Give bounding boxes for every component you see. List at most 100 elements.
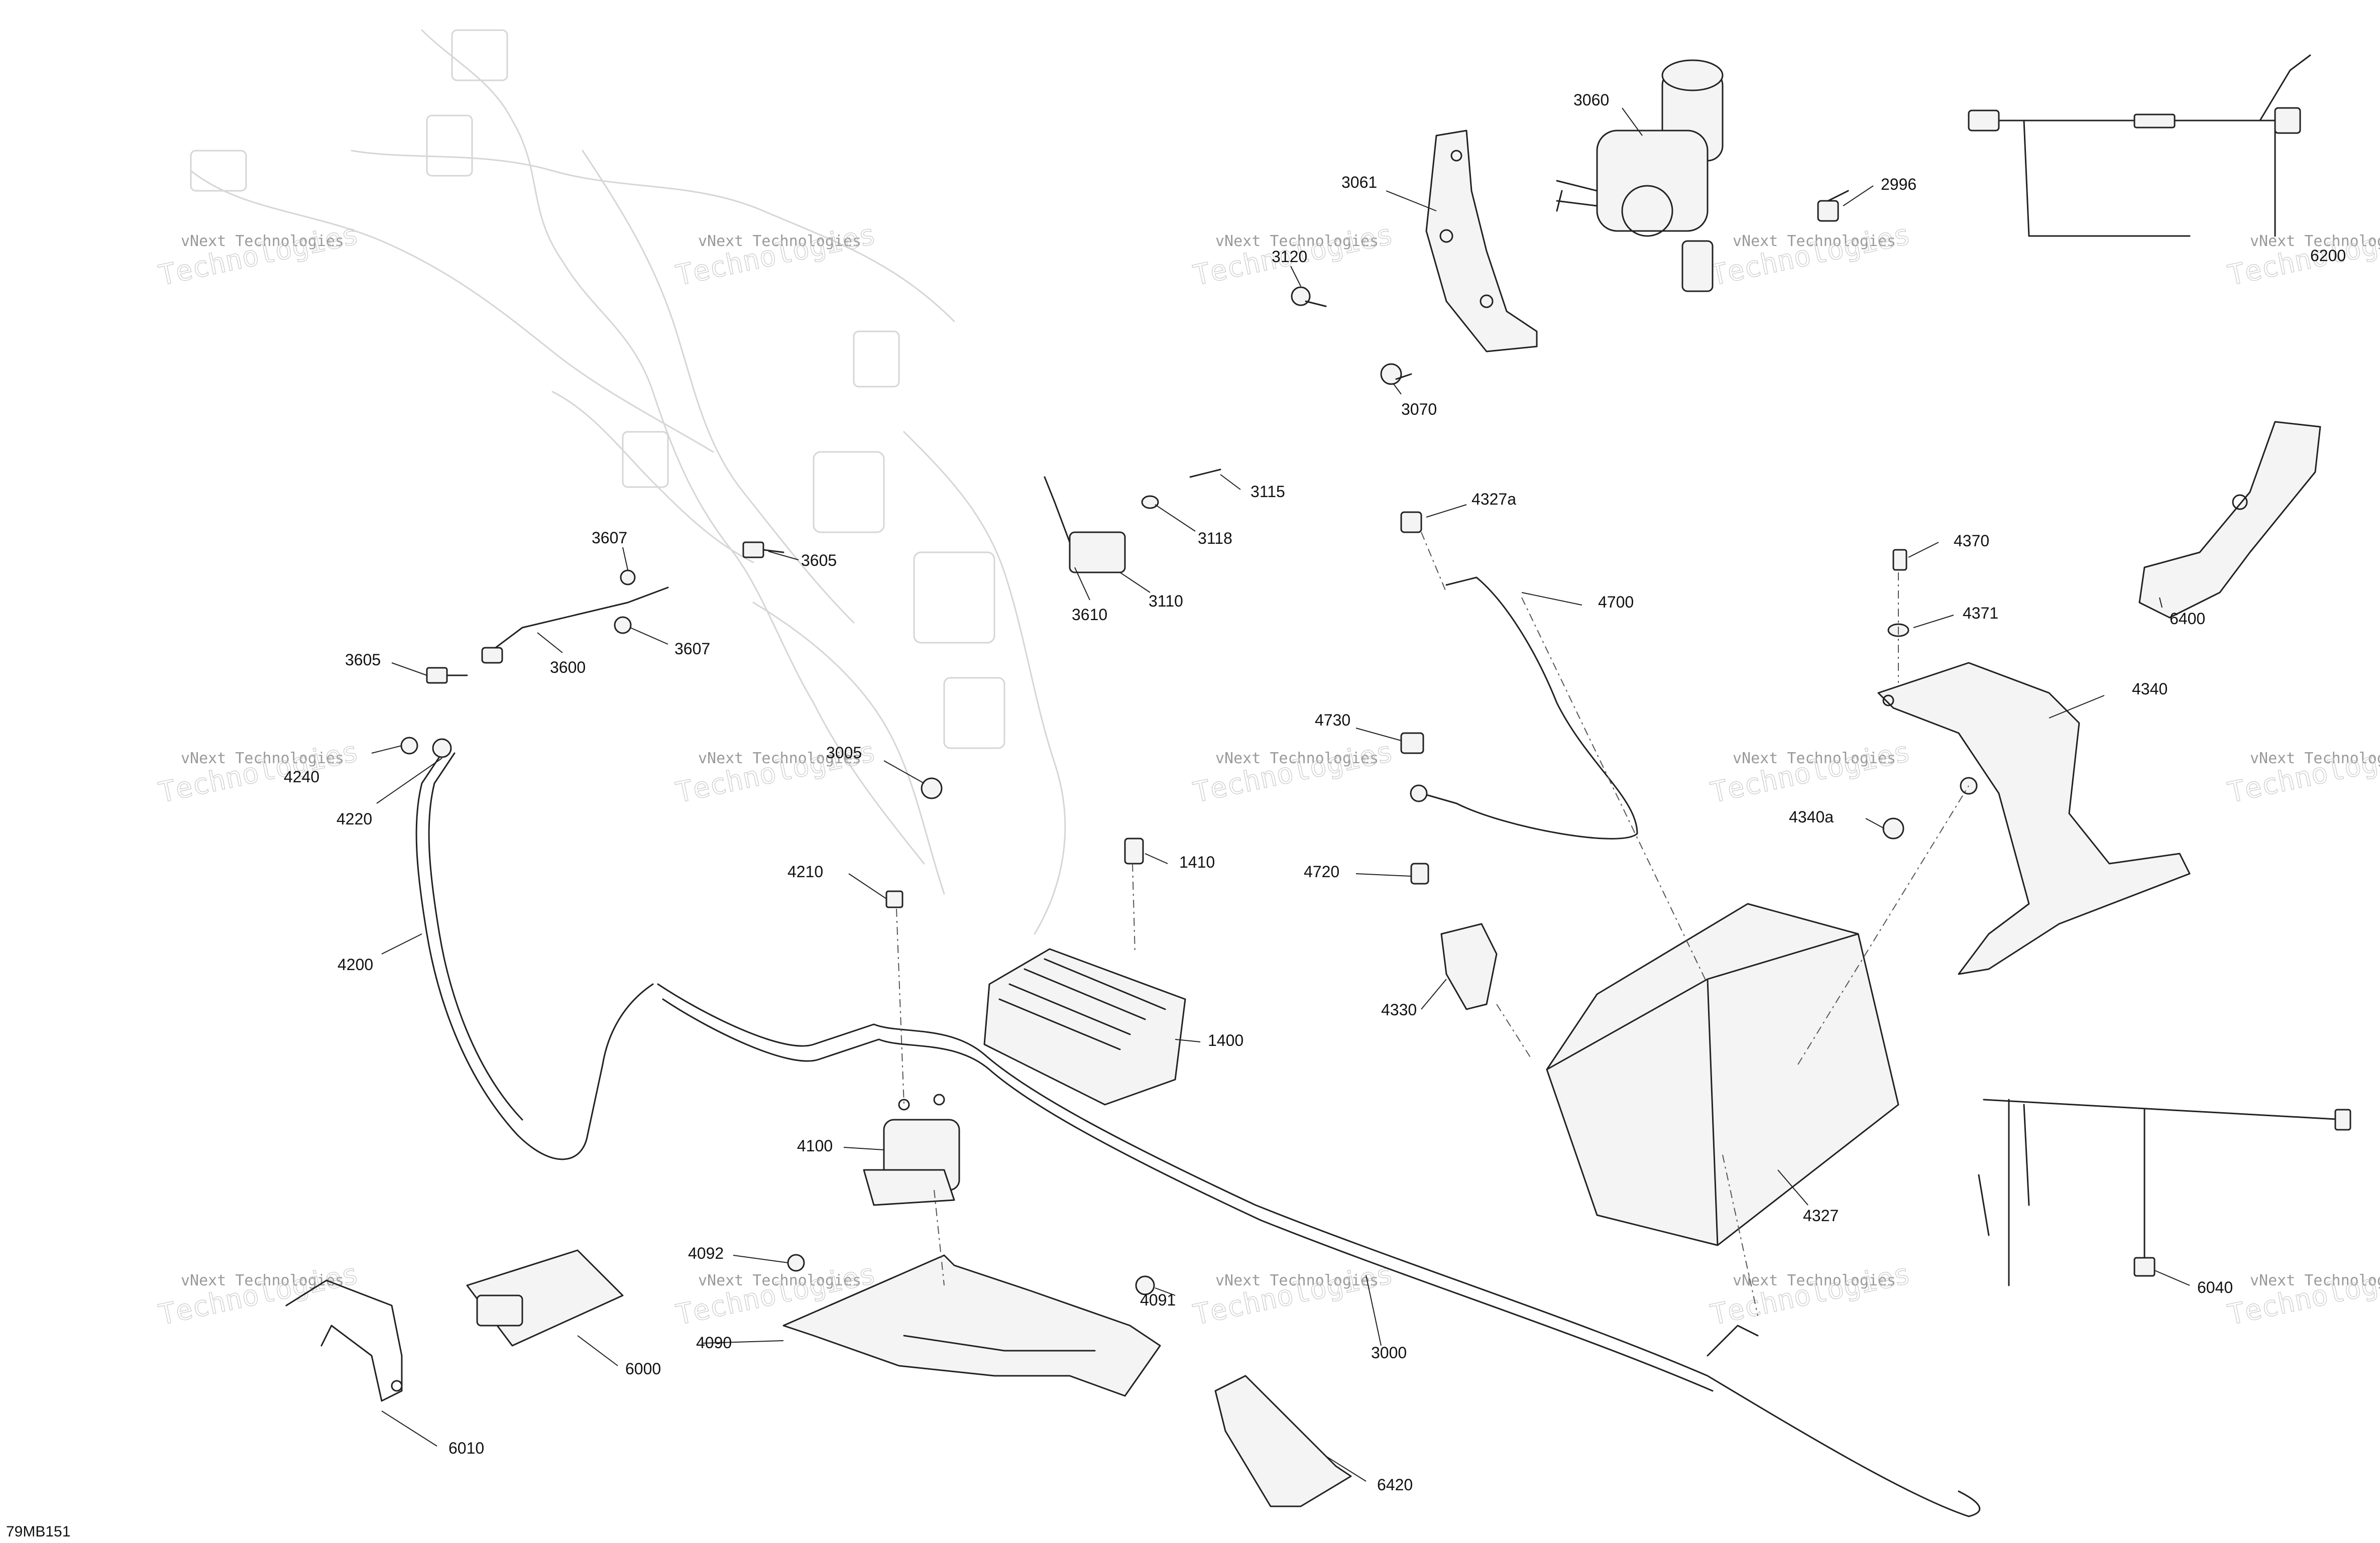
svg-text:Technologies: Technologies bbox=[1708, 218, 1913, 292]
svg-text:Technologies: Technologies bbox=[1190, 1257, 1396, 1332]
callout-4370: 4370 bbox=[1954, 532, 1989, 550]
assembly-line bbox=[1421, 532, 1447, 593]
svg-text:Technologies: Technologies bbox=[156, 218, 361, 292]
watermark: vNext Technologies Technologies bbox=[673, 218, 879, 293]
background-harness bbox=[190, 29, 1066, 935]
part-2996-bolt bbox=[1817, 190, 1849, 222]
watermark: vNext Technologies Technologies bbox=[2225, 1257, 2380, 1332]
callout-4371: 4371 bbox=[1963, 604, 1998, 622]
callout-4090: 4090 bbox=[696, 1334, 732, 1352]
part-4340-bracket bbox=[1877, 662, 2191, 975]
callout-4330: 4330 bbox=[1381, 1001, 1417, 1019]
callout-4340: 4340 bbox=[2132, 680, 2168, 698]
callout-4220: 4220 bbox=[336, 810, 372, 828]
part-3110-switch bbox=[1044, 476, 1126, 573]
part-4327a-screw bbox=[1400, 511, 1422, 533]
callout-4240: 4240 bbox=[284, 768, 319, 786]
watermark: vNext Technologies Technologies bbox=[1708, 1257, 1913, 1332]
part-6420-bracket bbox=[1214, 1375, 1352, 1507]
part-3061-bracket bbox=[1425, 130, 1538, 352]
callout-4210: 4210 bbox=[787, 863, 823, 881]
callout-4327: 4327 bbox=[1803, 1207, 1839, 1225]
callout-6200: 6200 bbox=[2310, 247, 2346, 265]
watermark: vNext Technologies Technologies bbox=[156, 218, 362, 293]
watermark: vNext Technologies Technologies bbox=[156, 1257, 362, 1332]
part-6040-harness bbox=[1978, 1099, 2351, 1286]
part-3070-bolt bbox=[1380, 363, 1412, 385]
svg-text:Technologies: Technologies bbox=[1190, 735, 1396, 809]
callouts: 3060 3061 2996 3120 3070 6200 3115 3118 … bbox=[284, 91, 2346, 1494]
part-4730-nut bbox=[1400, 732, 1424, 754]
callout-4340a: 4340a bbox=[1789, 808, 1834, 826]
part-6200-harness bbox=[1968, 54, 2311, 237]
svg-text:Technologies: Technologies bbox=[156, 735, 361, 809]
part-4330-cover bbox=[1440, 923, 1498, 1010]
part-4200-cable bbox=[415, 738, 654, 1160]
part-3000-harness bbox=[657, 983, 1981, 1517]
callout-1410: 1410 bbox=[1179, 853, 1215, 871]
svg-text:vNext Technologies: vNext Technologies bbox=[698, 232, 861, 250]
assembly-line bbox=[1496, 1004, 1532, 1060]
callout-6040: 6040 bbox=[2197, 1278, 2233, 1296]
part-3600-cable bbox=[481, 586, 669, 664]
svg-text:Technologies: Technologies bbox=[2225, 1257, 2380, 1332]
watermark: vNext Technologies Technologies bbox=[1190, 1257, 1396, 1332]
watermark: vNext Technologies Technologies bbox=[1190, 735, 1396, 810]
part-4700-cable bbox=[1410, 576, 1638, 840]
callout-4091: 4091 bbox=[1140, 1291, 1176, 1309]
svg-text:vNext Technologies: vNext Technologies bbox=[2250, 750, 2380, 767]
callout-3061: 3061 bbox=[1341, 173, 1377, 191]
svg-text:vNext Technologies: vNext Technologies bbox=[1215, 750, 1379, 767]
svg-text:Technologies: Technologies bbox=[156, 1257, 361, 1332]
watermark: vNext Technologies Technologies bbox=[1708, 218, 1913, 293]
part-1400-regulator bbox=[983, 948, 1186, 1106]
callout-4092: 4092 bbox=[688, 1244, 724, 1262]
part-3115-screw bbox=[1189, 468, 1221, 478]
svg-text:Technologies: Technologies bbox=[1708, 735, 1913, 809]
assembly-line bbox=[1797, 785, 1969, 1065]
svg-text:Technologies: Technologies bbox=[2225, 218, 2380, 292]
part-4090-tray bbox=[782, 1254, 1161, 1397]
part-3060-actuator bbox=[1556, 59, 1724, 292]
callout-3600: 3600 bbox=[550, 658, 586, 676]
parts bbox=[285, 54, 2351, 1517]
svg-text:vNext Technologies: vNext Technologies bbox=[698, 1272, 861, 1289]
callout-1400: 1400 bbox=[1208, 1031, 1243, 1049]
callout-4100: 4100 bbox=[797, 1137, 833, 1155]
watermark: vNext Technologies Technologies bbox=[2225, 735, 2380, 810]
watermark: vNext Technologies Technologies bbox=[2225, 218, 2380, 293]
part-6000-module bbox=[466, 1249, 624, 1347]
svg-text:vNext Technologies: vNext Technologies bbox=[1733, 750, 1896, 767]
assembly-line bbox=[896, 908, 904, 1105]
callout-3060: 3060 bbox=[1573, 91, 1609, 109]
callout-3000: 3000 bbox=[1371, 1344, 1407, 1362]
callout-2996: 2996 bbox=[1881, 175, 1916, 193]
callout-4200: 4200 bbox=[337, 956, 373, 974]
svg-text:vNext Technologies: vNext Technologies bbox=[181, 232, 344, 250]
watermark: vNext Technologies Technologies bbox=[156, 735, 362, 810]
callout-3070: 3070 bbox=[1401, 400, 1437, 418]
assembly-line bbox=[1521, 597, 1708, 985]
part-4091-screw bbox=[1135, 1275, 1155, 1295]
part-4720-bolt bbox=[1410, 863, 1429, 885]
assembly-line bbox=[934, 1190, 945, 1286]
callout-3005: 3005 bbox=[826, 744, 862, 762]
part-1410-screw bbox=[1124, 838, 1144, 865]
svg-text:vNext Technologies: vNext Technologies bbox=[1215, 232, 1379, 250]
callout-4720: 4720 bbox=[1304, 863, 1339, 881]
drawing-code: 79MB151 bbox=[6, 1523, 70, 1540]
callout-3118: 3118 bbox=[1198, 529, 1232, 547]
callout-4327a: 4327a bbox=[1471, 490, 1516, 508]
part-4240-nut bbox=[400, 737, 418, 755]
callout-6000: 6000 bbox=[625, 1360, 661, 1378]
callout-3115: 3115 bbox=[1251, 483, 1285, 501]
part-3607-nut bbox=[620, 569, 636, 585]
svg-text:vNext Technologies: vNext Technologies bbox=[698, 750, 861, 767]
callout-3605: 3605 bbox=[345, 651, 381, 669]
callout-3110: 3110 bbox=[1149, 592, 1183, 610]
svg-text:vNext Technologies: vNext Technologies bbox=[181, 750, 344, 767]
part-3005-bolt bbox=[921, 777, 943, 799]
svg-text:vNext Technologies: vNext Technologies bbox=[2250, 232, 2380, 250]
watermark: vNext Technologies Technologies bbox=[1708, 735, 1913, 810]
